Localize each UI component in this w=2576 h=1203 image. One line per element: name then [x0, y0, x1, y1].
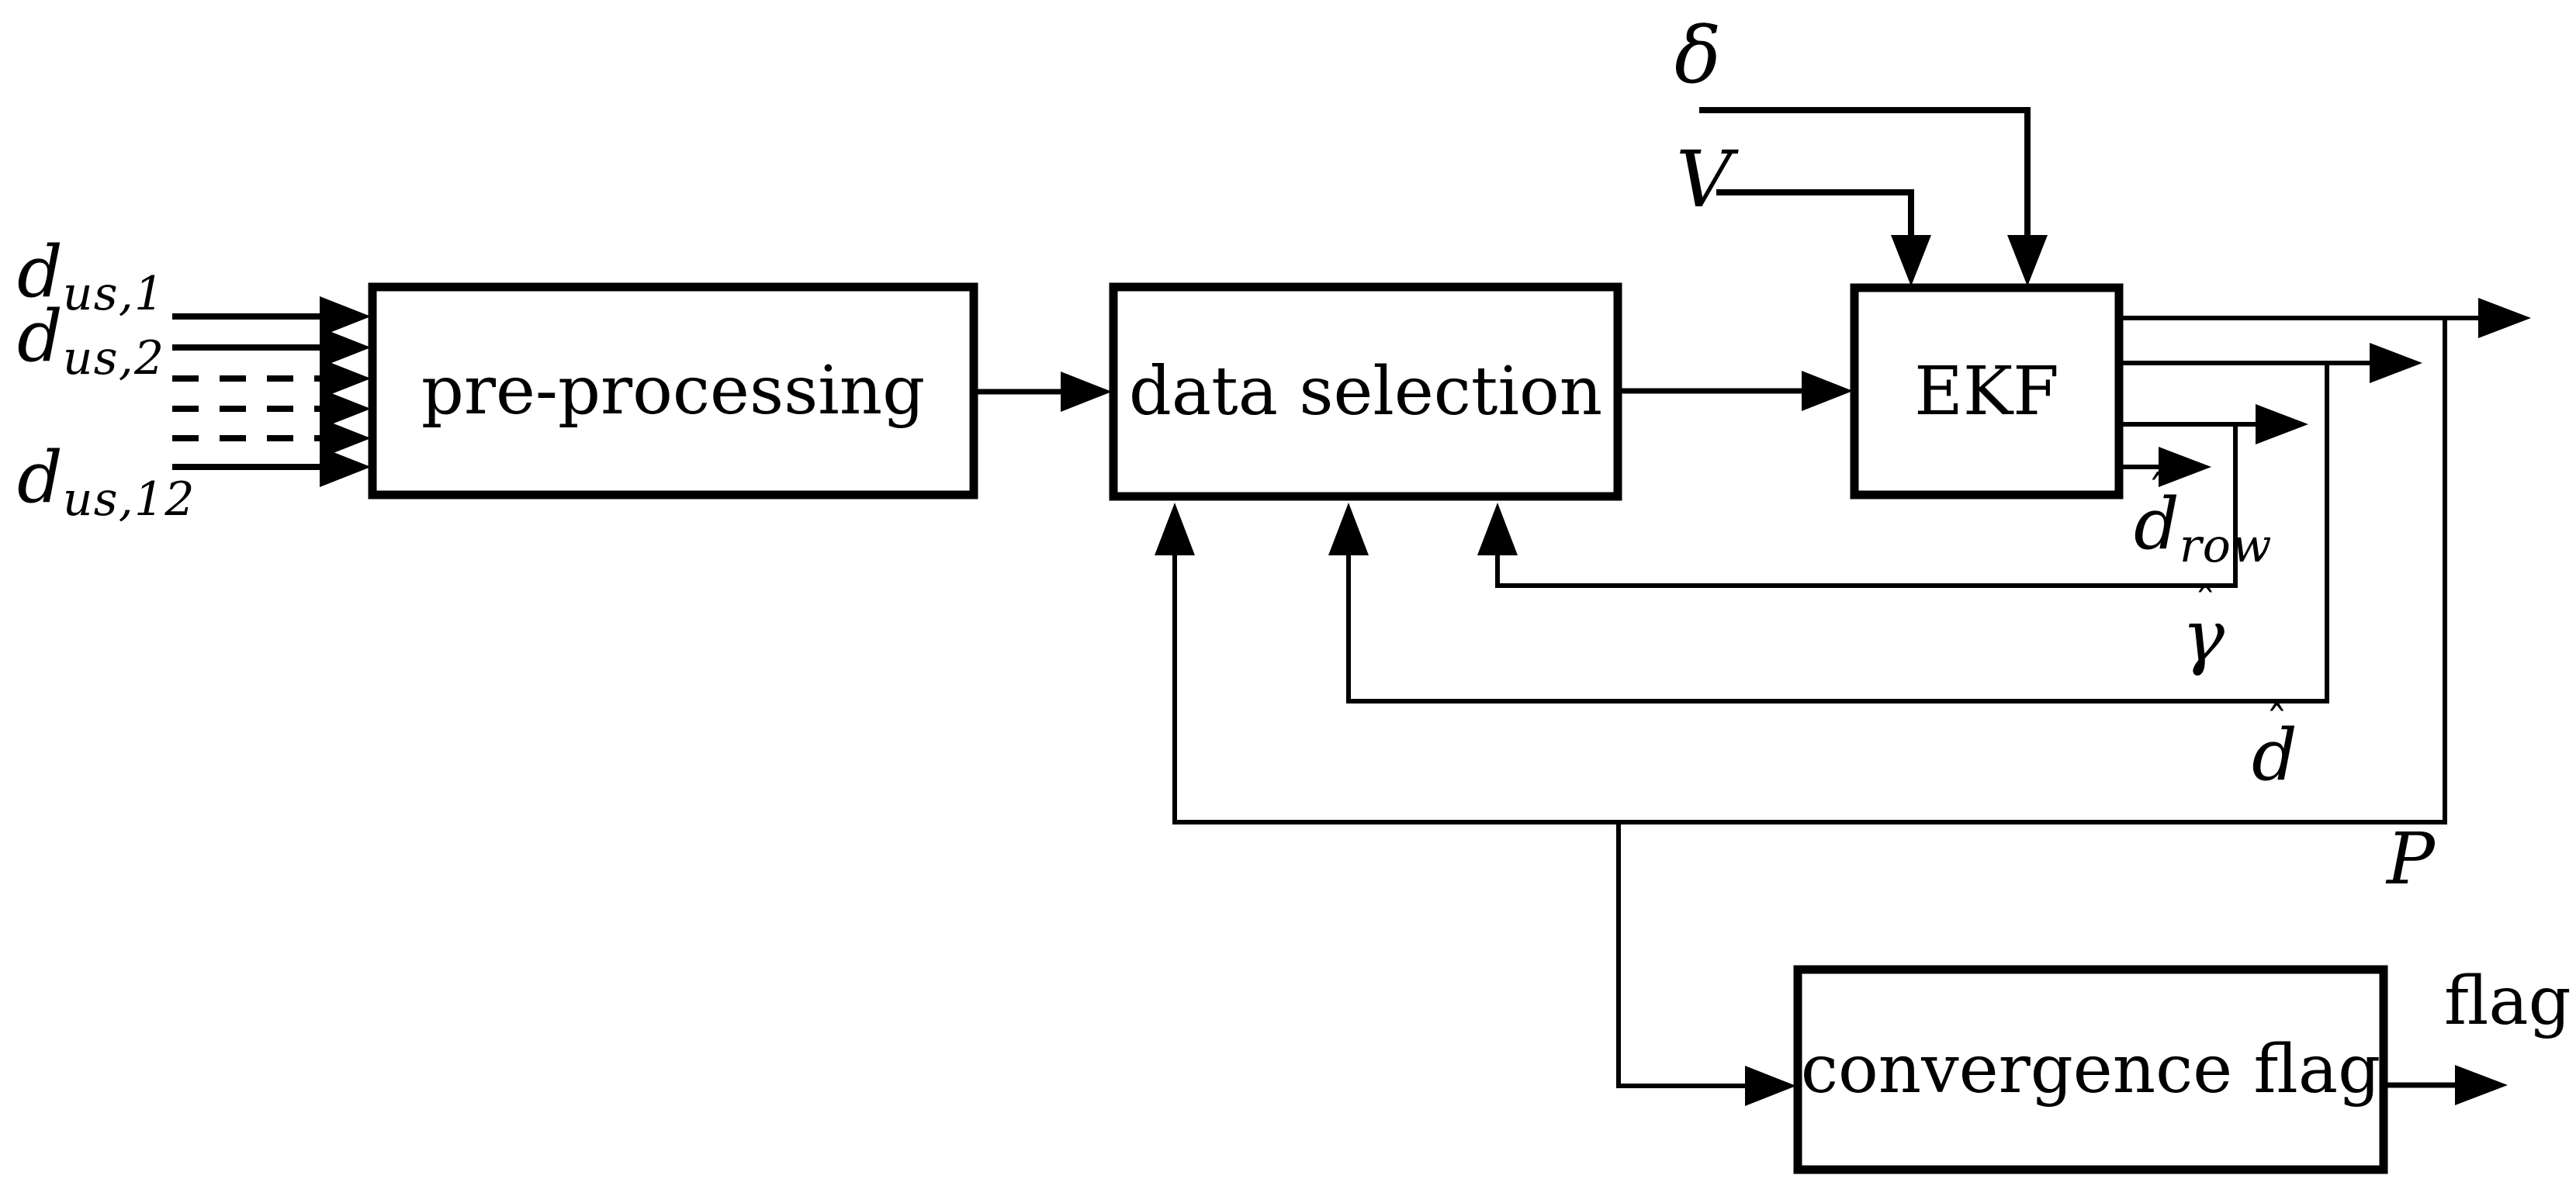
- pre-processing-box: [368, 282, 978, 500]
- hat-accent: ˆ: [2193, 579, 2217, 631]
- output-label-flag: flag: [2444, 963, 2571, 1040]
- v-input-path: [1716, 189, 1931, 286]
- ekf-output-dhatrow: [2119, 447, 2211, 487]
- ekf-output-dhat: [1328, 343, 2422, 703]
- ekf-box: [1850, 283, 2124, 500]
- delta-input-path: [1699, 107, 2048, 286]
- input-lines: [172, 313, 323, 470]
- input-arrowheads: [320, 296, 371, 487]
- arrow-pre-to-dataselection: [975, 372, 1112, 412]
- input-label-dus1: dus,1: [17, 230, 165, 321]
- ekf-text: EKF: [1914, 352, 2059, 430]
- ekf-label: EKF: [1854, 288, 2119, 495]
- convergence-flag-label: convergence flag: [1798, 970, 2384, 1170]
- arrow-dataselection-to-ekf: [1618, 371, 1853, 411]
- convergence-flag-text: convergence flag: [1800, 1031, 2381, 1108]
- hat-accent: ˆ: [2266, 698, 2288, 750]
- input-label-v: V: [1676, 134, 1733, 225]
- hat-accent: ˆ: [2148, 467, 2170, 519]
- pre-processing-label: pre-processing: [372, 287, 974, 495]
- data-selection-text: data selection: [1128, 353, 1603, 430]
- input-label-dus2: dus,2: [17, 295, 165, 385]
- output-label-p: P: [2387, 818, 2435, 901]
- ekf-output-p: [1155, 298, 2531, 1106]
- input-label-dus12: dus,12: [17, 436, 196, 527]
- data-selection-label: data selection: [1113, 287, 1618, 496]
- convergence-flag-box: [1793, 965, 2388, 1174]
- pre-processing-text: pre-processing: [421, 352, 926, 430]
- input-label-delta: δ: [1674, 10, 1722, 101]
- arrow-flag-output: [2384, 1065, 2508, 1105]
- ekf-output-gammahat: [1477, 404, 2308, 588]
